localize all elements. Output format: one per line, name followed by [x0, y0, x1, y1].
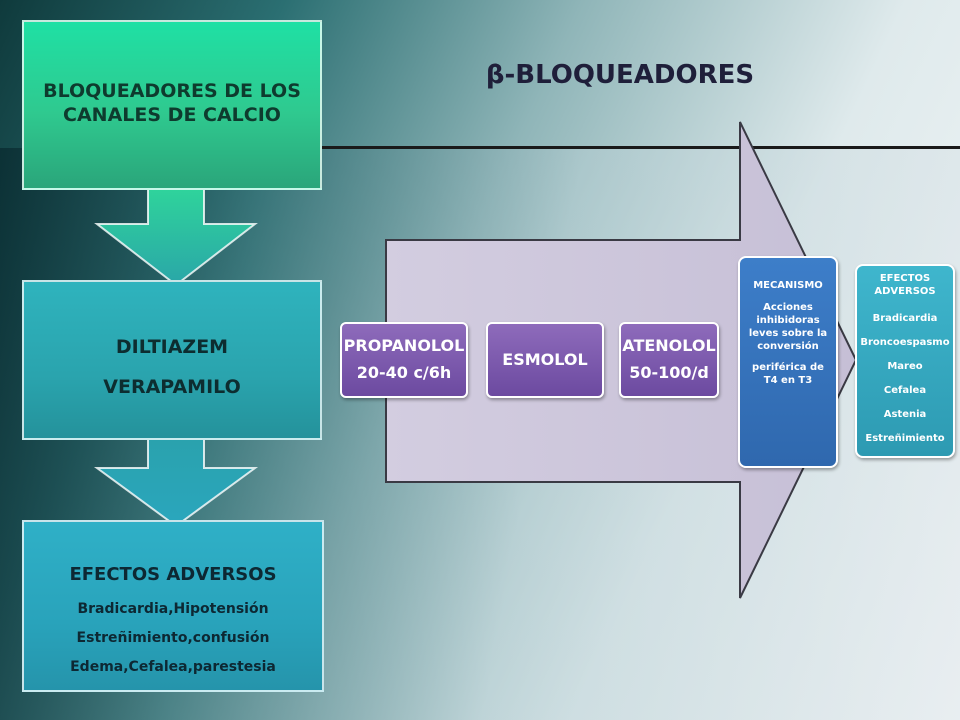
beta-effect-6: Estreñimiento [865, 433, 945, 444]
beta-effects-box: EFECTOS ADVERSOS Bradicardia Broncoespas… [855, 264, 955, 458]
mechanism-box: MECANISMO Acciones inhibidoras leves sob… [738, 256, 838, 468]
drug-verapamilo: VERAPAMILO [103, 376, 241, 398]
calcium-effect-1: Bradicardia,Hipotensión [77, 601, 269, 617]
down-arrow-1 [94, 187, 258, 287]
calcium-effects-title: EFECTOS ADVERSOS [69, 564, 277, 585]
beta-effects-title: EFECTOS ADVERSOS [874, 273, 936, 297]
beta-effect-1: Bradicardia [872, 313, 938, 324]
calcium-effects-box: EFECTOS ADVERSOS Bradicardia,Hipotensión… [22, 520, 324, 692]
calcium-effect-3: Edema,Cefalea,parestesia [70, 659, 276, 675]
mechanism-text-1: Acciones inhibidoras leves sobre la conv… [748, 302, 828, 352]
beta-effect-2: Broncoespasmo [860, 337, 950, 348]
mechanism-title: MECANISMO [753, 280, 823, 291]
down-arrow-2 [93, 435, 259, 528]
beta-drug-esmolol: ESMOLOL [486, 322, 604, 398]
beta-effect-3: Mareo [887, 361, 923, 372]
beta-drug-name: ESMOLOL [502, 350, 588, 369]
beta-drug-name: PROPANOLOL [343, 336, 465, 355]
beta-drug-dose: 50-100/d [629, 363, 709, 382]
divider-line [190, 146, 960, 149]
beta-drug-atenolol: ATENOLOL 50-100/d [619, 322, 719, 398]
calcium-blockers-label: BLOQUEADORES DE LOS CANALES DE CALCIO [43, 80, 301, 126]
beta-effect-4: Cefalea [883, 385, 927, 396]
calcium-blockers-box: BLOQUEADORES DE LOS CANALES DE CALCIO [22, 20, 322, 190]
beta-effect-5: Astenia [883, 409, 927, 420]
beta-drug-propanolol: PROPANOLOL 20-40 c/6h [340, 322, 468, 398]
beta-drug-name: ATENOLOL [622, 336, 716, 355]
page-title: β-BLOQUEADORES [485, 60, 755, 90]
calcium-drugs-box: DILTIAZEM VERAPAMILO [22, 280, 322, 440]
calcium-effect-2: Estreñimiento,confusión [76, 630, 270, 646]
beta-drug-dose: 20-40 c/6h [356, 363, 452, 382]
drug-diltiazem: DILTIAZEM [115, 336, 229, 358]
mechanism-text-2: periférica de T4 en T3 [752, 362, 824, 386]
